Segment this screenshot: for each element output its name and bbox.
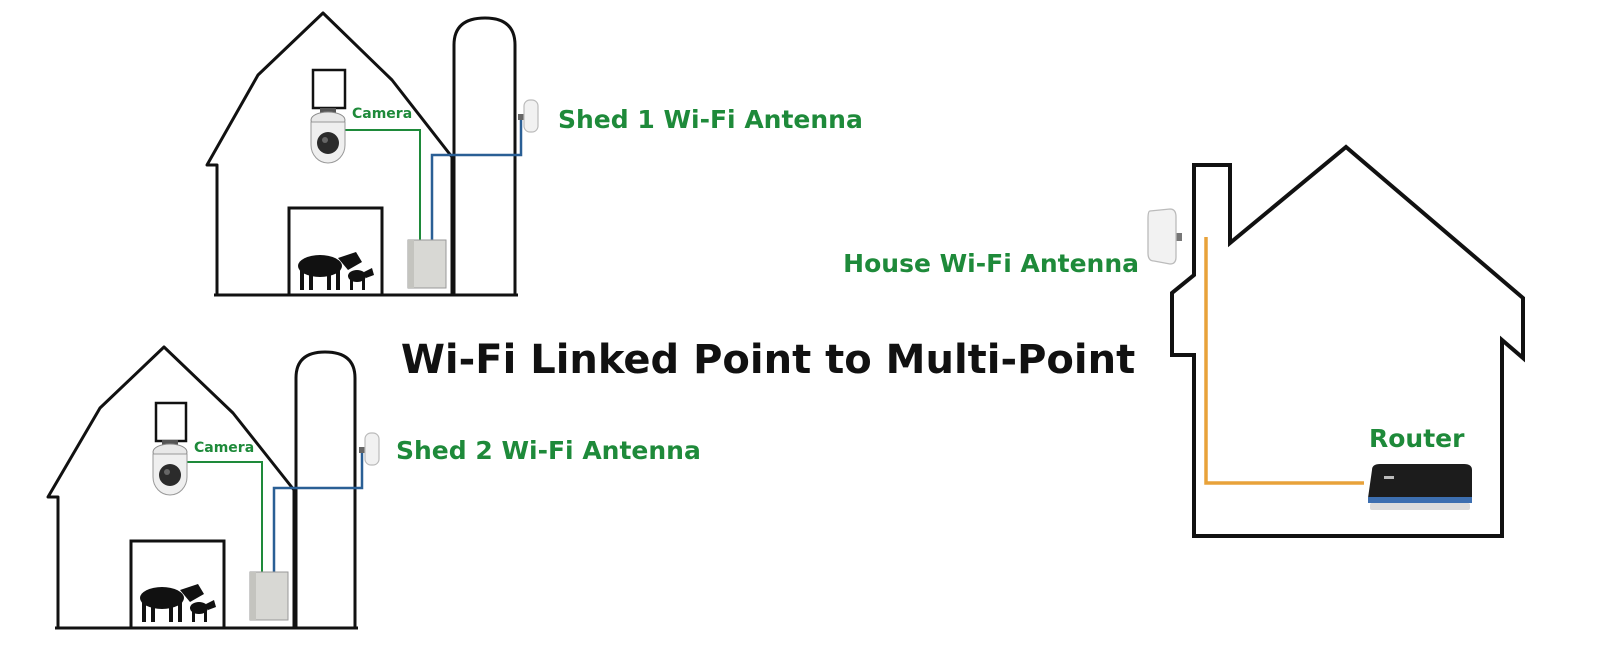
cow-icon (298, 252, 374, 290)
shed-1-camera-cable (344, 129, 421, 240)
shed-1: Camera Shed 1 Wi-Fi Antenna (205, 11, 863, 297)
shed-1-barn-outline (205, 11, 454, 297)
enclosure-box-icon (249, 571, 289, 621)
camera-icon (310, 108, 346, 164)
diagram-title: Wi-Fi Linked Point to Multi-Point (401, 337, 1135, 383)
cow-icon (140, 584, 216, 622)
shed-2: Camera Shed 2 Wi-Fi Antenna (46, 345, 701, 630)
antenna-icon (1147, 208, 1182, 265)
antenna-icon (518, 99, 539, 133)
house-cable (1204, 237, 1364, 485)
router-label: Router (1369, 424, 1465, 453)
shed-2-silo (294, 350, 357, 630)
shed-2-camera-cable (185, 461, 263, 572)
shed-2-antenna-cable (272, 452, 364, 572)
antenna-icon (359, 432, 380, 466)
shed-1-antenna-label: Shed 1 Wi-Fi Antenna (558, 105, 863, 134)
enclosure-box-icon (407, 239, 447, 289)
shed-1-camera-label: Camera (352, 106, 412, 122)
shed-1-loft-window (311, 68, 347, 110)
shed-2-barn-outline (46, 345, 296, 630)
camera-icon (152, 440, 188, 496)
shed-1-door (287, 206, 384, 295)
shed-2-door (129, 539, 226, 628)
shed-2-antenna-label: Shed 2 Wi-Fi Antenna (396, 436, 701, 465)
shed-1-silo (452, 16, 517, 297)
shed-2-loft-window (154, 401, 188, 443)
house-outline (1170, 144, 1525, 538)
house: House Wi-Fi Antenna Router (843, 144, 1525, 538)
shed-2-camera-label: Camera (194, 440, 254, 456)
router-icon (1368, 464, 1472, 510)
shed-1-antenna-cable (430, 118, 523, 240)
house-antenna-label: House Wi-Fi Antenna (843, 249, 1139, 278)
